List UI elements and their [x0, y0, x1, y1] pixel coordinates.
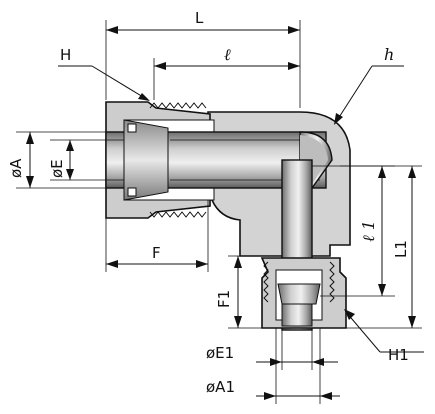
- label-H: H: [60, 46, 71, 64]
- label-phiA1: øA1: [206, 378, 235, 396]
- dimension-phiA1: øA1: [206, 328, 340, 404]
- leader-H1: H1: [344, 309, 424, 364]
- label-h: h: [384, 45, 394, 64]
- label-phiA: øA: [7, 158, 25, 178]
- label-H1: H1: [388, 346, 409, 364]
- leader-h: h: [334, 45, 404, 125]
- bottom-nut-threads-right: [329, 261, 335, 303]
- label-phiE1: øE1: [206, 344, 234, 362]
- label-F: F: [152, 244, 161, 262]
- dimension-phiA: øA: [7, 131, 106, 189]
- bottom-nut-threads-left: [263, 261, 269, 303]
- dimension-F1: F1: [215, 255, 262, 329]
- dimension-F: F: [105, 200, 209, 272]
- top-ferrule: [123, 119, 169, 201]
- top-ferrule-ring-lower: [127, 187, 137, 197]
- top-ferrule-ring-upper: [127, 123, 137, 133]
- bottom-tube-end: [281, 303, 313, 327]
- label-l1: ℓ 1: [359, 220, 378, 242]
- dimension-L: L: [105, 9, 301, 108]
- leader-H: H: [58, 46, 150, 101]
- top-nut-threads-top: [149, 102, 207, 109]
- label-F1: F1: [215, 290, 233, 308]
- top-nut-threads-bottom: [149, 211, 207, 218]
- dimension-L1: L1: [340, 165, 422, 329]
- bottom-ferrule: [277, 283, 321, 305]
- label-l: ℓ: [224, 45, 231, 64]
- dimension-l: ℓ: [153, 45, 300, 100]
- label-phiE: øE: [48, 159, 66, 178]
- dimension-phiE: øE: [48, 139, 124, 181]
- dimension-phiE1: øE1: [206, 328, 338, 370]
- label-L: L: [195, 9, 204, 27]
- label-L1: L1: [392, 240, 410, 258]
